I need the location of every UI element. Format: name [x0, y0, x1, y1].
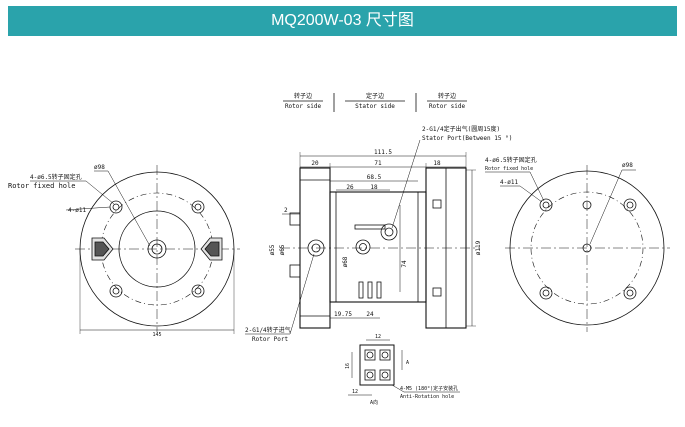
dim-center-dia: ø68	[342, 256, 349, 267]
legend-stator-en: Stator side	[355, 103, 395, 110]
dim-24: 24	[366, 311, 374, 318]
page-title: MQ200W-03 尺寸图	[271, 12, 414, 29]
detail-direction-label: A向	[370, 399, 378, 406]
detail-w12: 12	[375, 334, 381, 340]
right-fixed-hole-en: Rotor fixed hole	[485, 166, 533, 172]
right-view	[485, 165, 670, 332]
left-fixed-hole-en: Rotor fixed hole	[8, 182, 75, 190]
legend-rotor-en: Rotor side	[285, 103, 322, 110]
dim-74: 74	[401, 260, 408, 268]
right-holes-label: 4-ø11	[500, 179, 518, 186]
left-dia-label: ø98	[94, 164, 105, 171]
legend-rotor-cn-right: 转子边	[438, 92, 456, 100]
legend-rotor-en-right: Rotor side	[429, 103, 466, 110]
anti-rotation-cn: 4-M5 (180°)定子安装孔	[400, 385, 458, 392]
right-dia-label: ø98	[622, 162, 633, 169]
detail-b12: 12	[352, 389, 358, 395]
legend-rotor-cn: 转子边	[294, 92, 312, 100]
dim-119: ø119	[475, 240, 482, 255]
anti-rotation-en: Anti-Rotation hole	[400, 394, 454, 400]
side-view	[245, 139, 480, 335]
dim-2: 2	[284, 207, 288, 214]
dim-total-length: 111.5	[374, 149, 392, 156]
dim-18-b: 18	[370, 184, 378, 191]
air-in-en: Rotor Port	[252, 336, 289, 343]
legend-stator-cn: 定子边	[366, 92, 384, 100]
left-holes-label: 4-ø11	[68, 207, 86, 214]
left-fixed-hole-cn: 4-ø6.5转子固定孔	[30, 173, 82, 181]
air-out-cn: 2-G1/4定子出气(圆周15度)	[422, 125, 500, 133]
side-legend	[283, 93, 467, 112]
dim-19-75: 19.75	[334, 311, 352, 318]
right-fixed-hole-cn: 4-ø6.5转子固定孔	[485, 156, 537, 164]
detail-view	[348, 339, 460, 396]
detail-h16: 16	[345, 363, 351, 369]
dim-71: 71	[374, 160, 382, 167]
detail-arrow-label: A	[406, 360, 409, 366]
dim-20: 20	[311, 160, 319, 167]
dim-inner-dia: ø65	[279, 244, 286, 255]
left-width-label: 145	[152, 332, 161, 338]
dim-18: 18	[433, 160, 441, 167]
dim-shaft-dia: ø55	[269, 244, 276, 255]
dim-26: 26	[346, 184, 354, 191]
page-title-banner: MQ200W-03 尺寸图	[8, 6, 677, 36]
air-out-en: Stator Port(Between 15 °)	[422, 135, 512, 142]
dim-68-5: 68.5	[367, 174, 382, 181]
air-in-cn: 2-G1/4转子进气	[245, 326, 291, 334]
left-view	[30, 165, 240, 334]
